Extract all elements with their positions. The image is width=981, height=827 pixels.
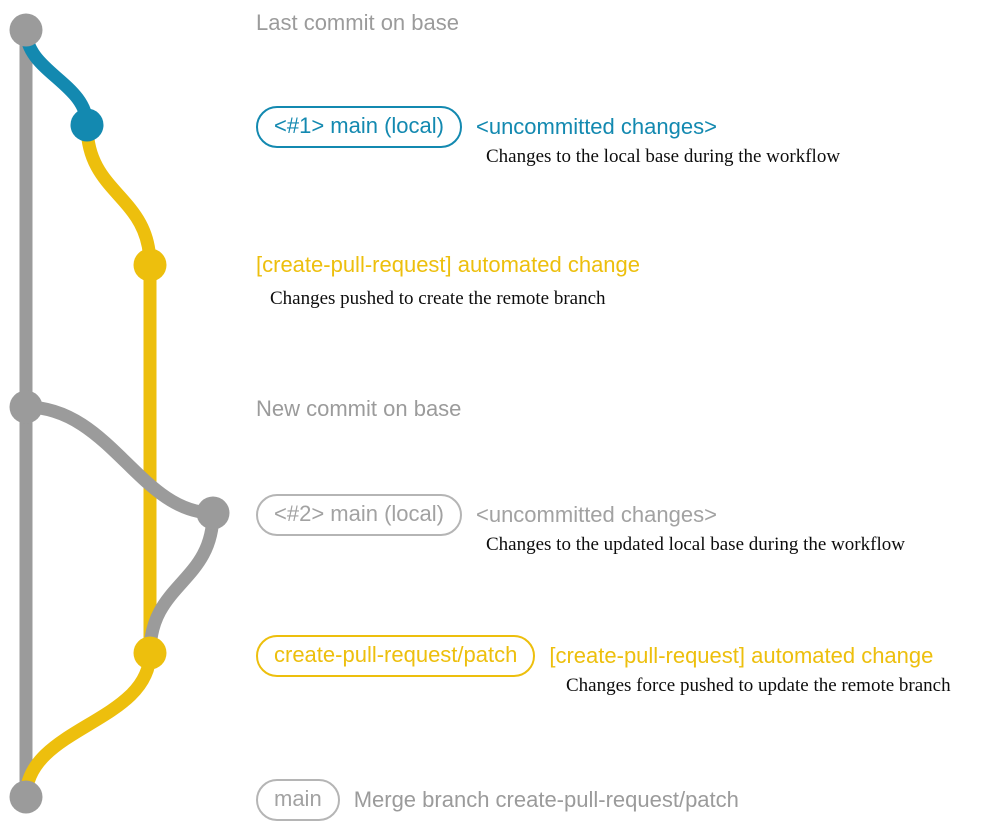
edge-base2-to-local2 (19, 400, 220, 520)
ref-badge-main-local-1[interactable]: <#1> main (local) (256, 106, 462, 148)
edge-remote2-to-merge (19, 646, 157, 804)
commit-subject: [create-pull-request] automated change (256, 252, 641, 277)
commit-row-new-base: New commit on base (256, 396, 461, 422)
commit-row-last-base: Last commit on base (256, 10, 459, 36)
commit-node-local-2[interactable] (196, 496, 230, 530)
commit-nodes (9, 13, 230, 814)
commit-subject: <uncommitted changes> (475, 114, 717, 139)
commit-subject: [create-pull-request] automated change (549, 643, 934, 668)
commit-subject: New commit on base (256, 396, 462, 421)
commit-row-local-2: <#2> main (local) <uncommitted changes> (256, 494, 717, 536)
commit-note-local-1: Changes to the local base during the wor… (486, 146, 841, 167)
commit-node-merge[interactable] (9, 780, 43, 814)
commit-node-remote-update[interactable] (133, 636, 167, 670)
commit-subject: Merge branch create-pull-request/patch (353, 787, 739, 812)
ref-badge-main-local-2[interactable]: <#2> main (local) (256, 494, 462, 536)
edge-local2-to-remote2 (143, 506, 220, 660)
commit-note-remote-update: Changes force pushed to update the remot… (566, 675, 951, 696)
commit-node-remote-create[interactable] (133, 248, 167, 282)
commit-row-remote-update: create-pull-request/patch [create-pull-r… (256, 635, 933, 677)
edge-base-to-local1 (19, 23, 94, 132)
ref-badge-create-pull-request-patch[interactable]: create-pull-request/patch (256, 635, 536, 677)
commit-row-local-1: <#1> main (local) <uncommitted changes> (256, 106, 717, 148)
commit-subject: <uncommitted changes> (475, 502, 717, 527)
commit-row-merge: main Merge branch create-pull-request/pa… (256, 779, 739, 821)
commit-node-local-1[interactable] (70, 108, 104, 142)
commit-subject: Last commit on base (256, 10, 459, 35)
commit-row-remote-create: [create-pull-request] automated change (256, 252, 640, 278)
edge-local1-to-remote1 (80, 118, 157, 272)
ref-badge-main[interactable]: main (256, 779, 340, 821)
commit-note-remote-create: Changes pushed to create the remote bran… (270, 288, 606, 309)
commit-note-local-2: Changes to the updated local base during… (486, 534, 905, 555)
commit-node-last-base[interactable] (9, 13, 43, 47)
commit-node-new-base[interactable] (9, 390, 43, 424)
